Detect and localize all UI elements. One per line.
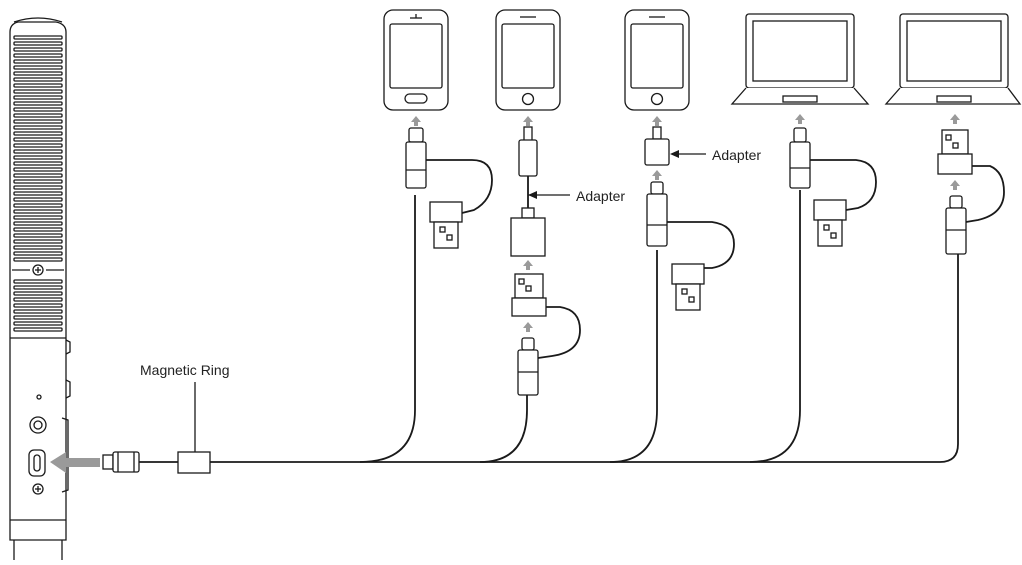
up-arrow-3b-icon <box>652 170 662 180</box>
cable-branch-3 <box>609 250 658 463</box>
grille-slot <box>13 179 63 184</box>
up-arrow-2-icon <box>523 116 533 126</box>
insert-arrow-icon <box>50 452 100 473</box>
phone-3 <box>624 9 690 111</box>
grille-slot <box>13 167 63 172</box>
lightning-adapter-3 <box>644 126 670 166</box>
lightning-plug-2 <box>518 126 538 208</box>
up-arrow-2b-icon <box>523 260 533 270</box>
grille-slot <box>13 197 63 202</box>
grille-slot <box>13 161 63 166</box>
grille-slot <box>13 131 63 136</box>
cable-branch-4 <box>749 190 801 463</box>
grille-slot <box>13 35 63 40</box>
grille-slot <box>13 291 63 296</box>
headphone-jack-icon[interactable] <box>29 416 47 434</box>
microphone <box>9 17 71 560</box>
grille-slot <box>13 321 63 326</box>
usb-c-plug-3 <box>646 181 668 247</box>
grille-slot <box>13 215 63 220</box>
magnetic-ring <box>177 382 211 474</box>
usb-a-plug-4 <box>813 199 847 247</box>
grille-slot <box>13 185 63 190</box>
grille-slot <box>13 191 63 196</box>
grille-slot <box>13 203 63 208</box>
usb-c-port-icon[interactable] <box>28 449 46 477</box>
cable-branch-2 <box>479 395 528 463</box>
mic-center-ring <box>12 264 64 276</box>
grille-slot <box>13 239 63 244</box>
grille-slot <box>13 245 63 250</box>
adapter-label-1: Adapter <box>576 188 625 204</box>
grille-slot <box>13 101 63 106</box>
grille-slot <box>13 41 63 46</box>
grille-slot <box>13 71 63 76</box>
up-arrow-5-icon <box>950 114 960 124</box>
phone-2 <box>495 9 561 111</box>
microphone-grille-top <box>13 35 63 262</box>
grille-slot <box>13 327 63 332</box>
grille-slot <box>13 227 63 232</box>
grille-slot <box>13 47 63 52</box>
grille-slot <box>13 95 63 100</box>
grille-slot <box>13 83 63 88</box>
up-arrow-4-icon <box>795 114 805 124</box>
grille-slot <box>13 257 63 262</box>
usb-a-plug-5 <box>937 129 973 175</box>
grille-slot <box>13 297 63 302</box>
grille-slot <box>13 173 63 178</box>
phone-1 <box>383 9 449 111</box>
grille-slot <box>13 53 63 58</box>
grille-slot <box>13 89 63 94</box>
grille-slot <box>13 251 63 256</box>
usb-c-plug-5 <box>945 195 967 255</box>
microphone-grille-bottom <box>13 279 63 332</box>
plus-button-icon[interactable] <box>32 483 44 495</box>
grille-slot <box>13 113 63 118</box>
usb-c-plug-1 <box>405 127 427 189</box>
grille-slot <box>13 143 63 148</box>
up-arrow-2c-icon <box>523 322 533 332</box>
grille-slot <box>13 65 63 70</box>
usb-a-plug-1 <box>429 201 463 249</box>
grille-slot <box>13 209 63 214</box>
usb-c-plug-2 <box>517 337 539 396</box>
usb-a-plug-2 <box>511 273 547 317</box>
usb-c-plug-4 <box>789 127 811 189</box>
grille-slot <box>13 309 63 314</box>
laptop-5 <box>884 13 1022 105</box>
laptop-4 <box>730 13 870 105</box>
grille-slot <box>13 315 63 320</box>
grille-slot <box>13 125 63 130</box>
grille-slot <box>13 59 63 64</box>
grille-slot <box>13 285 63 290</box>
grille-slot <box>13 77 63 82</box>
grille-slot <box>13 233 63 238</box>
cable-bus <box>210 250 959 463</box>
adapter-label-2: Adapter <box>712 147 761 163</box>
grille-slot <box>13 155 63 160</box>
grille-slot <box>13 303 63 308</box>
grille-slot <box>13 279 63 284</box>
up-arrow-3-icon <box>652 116 662 126</box>
grille-slot <box>13 149 63 154</box>
up-arrow-1-icon <box>411 116 421 126</box>
magnetic-ring-label: Magnetic Ring <box>140 362 230 378</box>
adapter-2 <box>510 207 546 257</box>
grille-slot <box>13 107 63 112</box>
adapter-pointer-2-icon <box>670 150 679 158</box>
usb-c-plug-main <box>102 451 178 473</box>
adapter-pointer-1-icon <box>528 191 537 199</box>
grille-slot <box>13 221 63 226</box>
led-indicator-icon <box>36 394 42 400</box>
grille-slot <box>13 119 63 124</box>
grille-slot <box>13 137 63 142</box>
cable-branch-1 <box>359 195 416 463</box>
usb-a-plug-3 <box>671 263 705 311</box>
up-arrow-5b-icon <box>950 180 960 190</box>
